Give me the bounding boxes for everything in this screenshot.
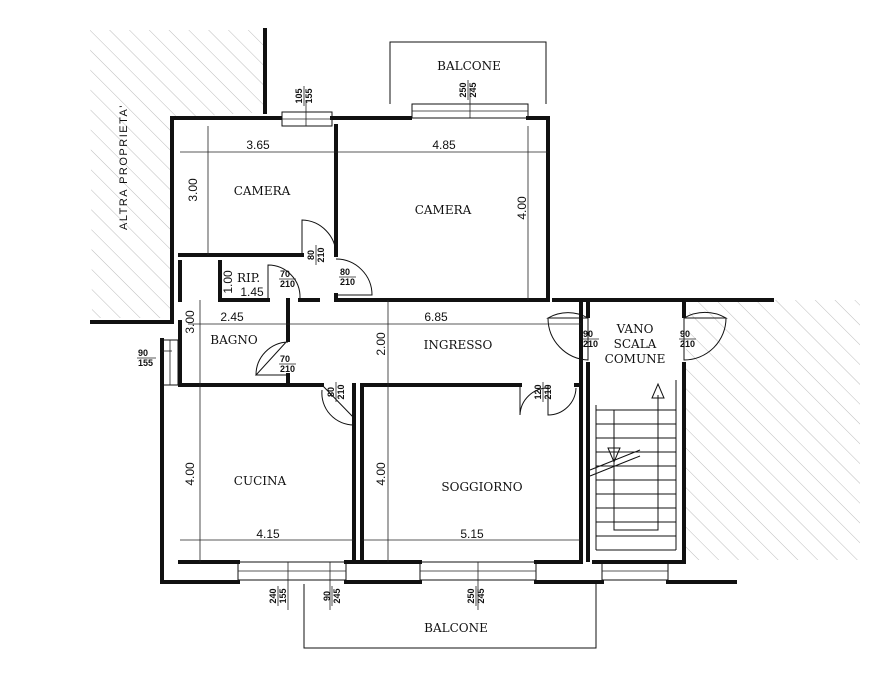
- opening-door-neighbor: 90 210: [679, 329, 696, 349]
- dim-camera-left-width: 3.65: [246, 138, 270, 152]
- outer-walls: [90, 28, 774, 584]
- balcone-top-outline: [389, 41, 547, 104]
- room-label-cucina: CUCINA: [234, 474, 287, 488]
- opening-width: 80: [326, 387, 336, 397]
- opening-height: 210: [316, 247, 326, 262]
- opening-height: 210: [583, 339, 598, 349]
- dim-camera-right-height: 4.00: [515, 196, 529, 220]
- room-label-vano-1: VANO: [616, 322, 654, 336]
- opening-door-bagno: 70 210: [279, 354, 296, 374]
- dimension-lines: [162, 88, 581, 610]
- opening-width: 80: [306, 250, 316, 260]
- room-label-bagno: BAGNO: [210, 333, 258, 347]
- opening-win-soggiorno: 250 245: [466, 586, 486, 606]
- opening-height: 155: [138, 358, 153, 368]
- neighbor-hatch-right: [685, 300, 860, 560]
- opening-height: 155: [304, 88, 314, 103]
- dim-bagno-width: 2.45: [220, 310, 244, 324]
- opening-height: 210: [340, 277, 355, 287]
- dim-soggiorno-width: 5.15: [460, 527, 484, 541]
- opening-width: 70: [280, 269, 290, 279]
- opening-height: 245: [468, 82, 478, 97]
- opening-height: 210: [543, 384, 553, 399]
- neighbor-hatch-left: [90, 30, 265, 318]
- dim-bagno-height: 3.00: [183, 310, 197, 334]
- dim-soggiorno-height: 4.00: [374, 462, 388, 486]
- opening-width: 90: [138, 348, 148, 358]
- opening-width: 105: [294, 88, 304, 103]
- room-label-ingresso: INGRESSO: [424, 338, 493, 352]
- opening-win-cucina: 240 155: [268, 586, 288, 606]
- opening-width: 90: [680, 329, 690, 339]
- room-label-balcone-bottom: BALCONE: [424, 621, 488, 635]
- opening-door-camera-right: 80 210: [339, 267, 356, 287]
- opening-win-camera-left: 105 155: [294, 86, 314, 106]
- opening-width: 80: [340, 267, 350, 277]
- dim-cucina-height: 4.00: [183, 462, 197, 486]
- opening-width: 250: [466, 588, 476, 603]
- room-label-vano-3: COMUNE: [605, 352, 666, 366]
- opening-door-cucina: 80 210: [326, 382, 346, 402]
- windows: [161, 103, 669, 581]
- opening-door-soggiorno: 120 210: [533, 382, 553, 402]
- neighbor-label: ALTRA PROPRIETA': [118, 104, 130, 230]
- dim-camera-right-width: 4.85: [432, 138, 456, 152]
- dim-rip-height: 1.00: [221, 270, 235, 294]
- opening-width: 90: [583, 329, 593, 339]
- opening-width: 250: [458, 82, 468, 97]
- stairs: [589, 380, 677, 551]
- dim-rip-width: 1.45: [240, 285, 264, 299]
- opening-height: 245: [332, 588, 342, 603]
- opening-door-cucina-balcone: 90 245: [322, 586, 342, 606]
- opening-win-camera-right: 250 245: [458, 80, 478, 100]
- opening-width: 70: [280, 354, 290, 364]
- opening-door-entry: 90 210: [582, 329, 599, 349]
- room-label-soggiorno: SOGGIORNO: [441, 480, 522, 494]
- opening-height: 155: [278, 588, 288, 603]
- opening-win-bagno: 90 155: [137, 348, 156, 368]
- dim-ingresso-height: 2.00: [374, 332, 388, 356]
- room-label-camera-right: CAMERA: [415, 203, 472, 217]
- balcone-bottom-outline: [303, 584, 597, 649]
- dim-ingresso-width: 6.85: [424, 310, 448, 324]
- opening-height: 210: [280, 279, 295, 289]
- room-label-balcone-top: BALCONE: [437, 59, 501, 73]
- opening-width: 120: [533, 384, 543, 399]
- door-swings: [254, 219, 728, 426]
- opening-height: 210: [280, 364, 295, 374]
- opening-width: 240: [268, 588, 278, 603]
- opening-door-rip: 70 210: [279, 269, 296, 289]
- room-label-rip: RIP.: [237, 271, 260, 285]
- dim-camera-left-height: 3.00: [186, 178, 200, 202]
- opening-door-camera-left: 80 210: [306, 245, 326, 265]
- opening-height: 210: [680, 339, 695, 349]
- room-label-camera-left: CAMERA: [234, 184, 291, 198]
- room-label-vano-2: SCALA: [614, 337, 657, 351]
- opening-height: 245: [476, 588, 486, 603]
- opening-width: 90: [322, 591, 332, 601]
- dim-cucina-width: 4.15: [256, 527, 280, 541]
- opening-height: 210: [336, 384, 346, 399]
